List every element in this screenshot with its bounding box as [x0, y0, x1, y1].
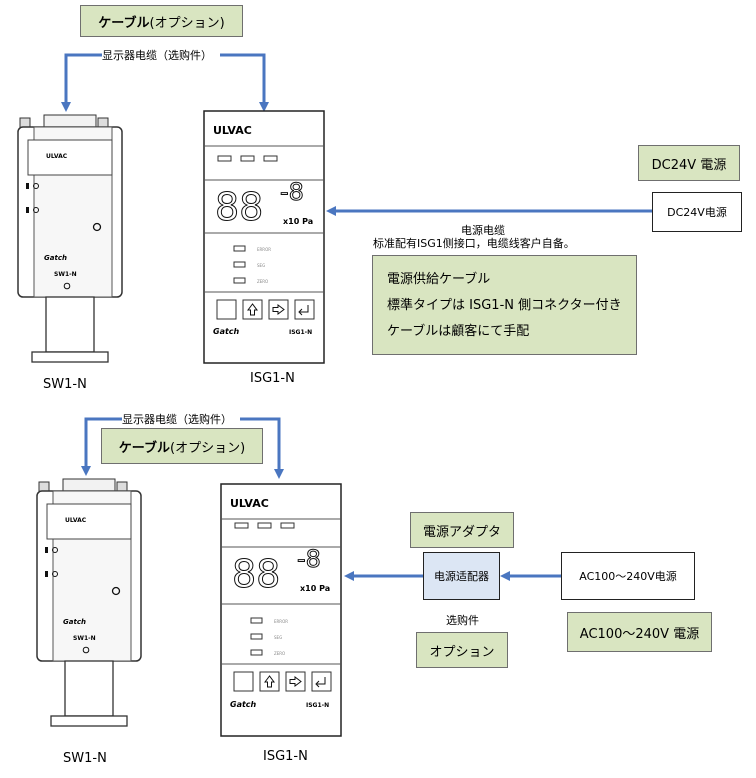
controller-isg1n-bottom: ULVAC 88 -8 x10 Pa ERROR SEG ZERO Gatch …: [220, 483, 342, 737]
pressure-exponent: -8: [297, 545, 321, 573]
controller-caption-top: ISG1-N: [250, 371, 295, 386]
pressure-digits: 88: [232, 552, 280, 596]
pressure-unit: x10 Pa: [300, 584, 330, 593]
sensor-brand: ULVAC: [46, 153, 68, 160]
optional-cn-label: 选购件: [446, 614, 479, 627]
arrow-display-cable-top-right: [220, 53, 269, 112]
note-line-3: ケーブルは顧客にて手配: [387, 324, 530, 339]
power-cable-note: 标准配有ISG1侧接口，电缆线客户自备。: [373, 237, 575, 250]
power-note-box: 電源供給ケーブル 標準タイプは ISG1-N 側コネクター付き ケーブルは顧客に…: [372, 255, 637, 355]
display-cable-label-top: 显示器电缆（选购件）: [102, 49, 212, 62]
sensor-logo: Gatch: [44, 254, 67, 262]
controller-isg1n-top: ULVAC 88 -8 x10 Pa ERROR SEG ZERO Gatch …: [203, 110, 325, 364]
cable-option-bold: ケーブル: [118, 440, 171, 456]
arrow-display-cable-bottom-right: [240, 417, 284, 479]
cable-option-box-bottom: ケーブル(オプション): [101, 428, 263, 464]
pressure-exponent: -8: [280, 178, 304, 206]
status-zero: ZERO: [274, 651, 285, 656]
sensor-logo: Gatch: [63, 618, 86, 626]
optional-jp-box: オプション: [416, 632, 508, 668]
sensor-caption-top: SW1-N: [43, 377, 87, 392]
power-adapter-box: 电源适配器: [423, 552, 500, 600]
note-line-1: 電源供給ケーブル: [387, 272, 491, 287]
sensor-sw1n-top: ULVAC Gatch SW1-N: [17, 114, 123, 363]
power-cable-title: 电源电缆: [461, 224, 505, 237]
cable-option-bold: ケーブル: [98, 15, 150, 31]
controller-logo: Gatch: [213, 327, 240, 336]
display-cable-label-bottom: 显示器电缆（选购件）: [122, 413, 232, 426]
ac-power-label-box: AC100～240V 電源: [567, 612, 712, 652]
sensor-caption-bottom: SW1-N: [63, 751, 107, 766]
status-error: ERROR: [257, 247, 271, 252]
controller-brand: ULVAC: [213, 124, 252, 137]
arrow-display-cable-top: [61, 53, 102, 112]
status-zero: ZERO: [257, 279, 268, 284]
cable-option-rest: (オプション): [170, 440, 246, 456]
controller-model: ISG1-N: [289, 329, 312, 336]
status-error: ERROR: [274, 619, 288, 624]
controller-model: ISG1-N: [306, 702, 329, 709]
power-adapter-label-box: 電源アダプタ: [410, 512, 514, 548]
controller-brand: ULVAC: [230, 497, 269, 510]
arrow-display-cable-bottom: [81, 417, 122, 476]
controller-logo: Gatch: [230, 700, 257, 709]
dc-power-source-box: DC24V电源: [652, 192, 742, 232]
ac-power-source-box: AC100～240V电源: [561, 552, 695, 600]
status-seg: SEG: [257, 263, 265, 268]
pressure-unit: x10 Pa: [283, 217, 313, 226]
pressure-digits: 88: [215, 185, 263, 229]
sensor-sw1n-bottom: ULVAC Gatch SW1-N: [36, 478, 142, 727]
sensor-model: SW1-N: [54, 271, 77, 278]
note-line-2: 標準タイプは ISG1-N 側コネクター付き: [387, 298, 622, 313]
sensor-model: SW1-N: [73, 635, 96, 642]
status-seg: SEG: [274, 635, 282, 640]
controller-caption-bottom: ISG1-N: [263, 749, 308, 764]
dc-power-label-box: DC24V 電源: [638, 145, 740, 181]
sensor-brand: ULVAC: [65, 517, 87, 524]
cable-option-rest: (オプション): [149, 15, 225, 31]
cable-option-box-top: ケーブル(オプション): [80, 5, 243, 37]
